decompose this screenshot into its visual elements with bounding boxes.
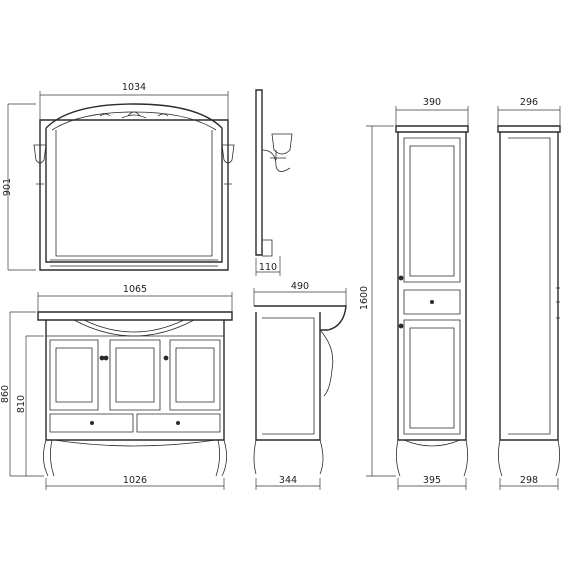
lamp-dimensions: 110: [255, 256, 281, 276]
cabinet-front-view: [395, 125, 469, 477]
vanity-side-view: [253, 305, 347, 475]
mirror-dimensions: 1034 901: [2, 82, 229, 271]
dim-lamp-depth: 110: [259, 262, 277, 273]
mirror-front-view: [33, 103, 235, 271]
dim-cabinet-height: 1600: [359, 286, 370, 310]
vanity-side-dimensions: 490 344: [253, 281, 347, 490]
lamp-side-view: [255, 89, 293, 257]
dim-vanity-top-depth: 490: [291, 281, 309, 292]
dim-cabinet-top-width: 390: [423, 97, 441, 108]
dim-vanity-height: 860: [0, 385, 11, 403]
dim-vanity-base-width: 1026: [123, 475, 147, 486]
dim-vanity-top-width: 1065: [123, 284, 147, 295]
cabinet-side-view: [497, 125, 561, 477]
cabinet-front-dimensions: 390 1600 395: [359, 97, 469, 490]
dim-mirror-width: 1034: [122, 82, 146, 93]
vanity-front-dimensions: 1065 860 810 1026: [0, 284, 233, 490]
dim-cabinet-base-depth: 298: [520, 475, 538, 486]
dim-vanity-base-depth: 344: [279, 475, 297, 486]
dim-mirror-height: 901: [2, 178, 13, 196]
cabinet-side-dimensions: 296 298: [497, 97, 561, 490]
dim-cabinet-top-depth: 296: [520, 97, 538, 108]
dim-vanity-body-height: 810: [16, 395, 27, 413]
vanity-front-view: [37, 311, 233, 477]
dim-cabinet-base-width: 395: [423, 475, 441, 486]
